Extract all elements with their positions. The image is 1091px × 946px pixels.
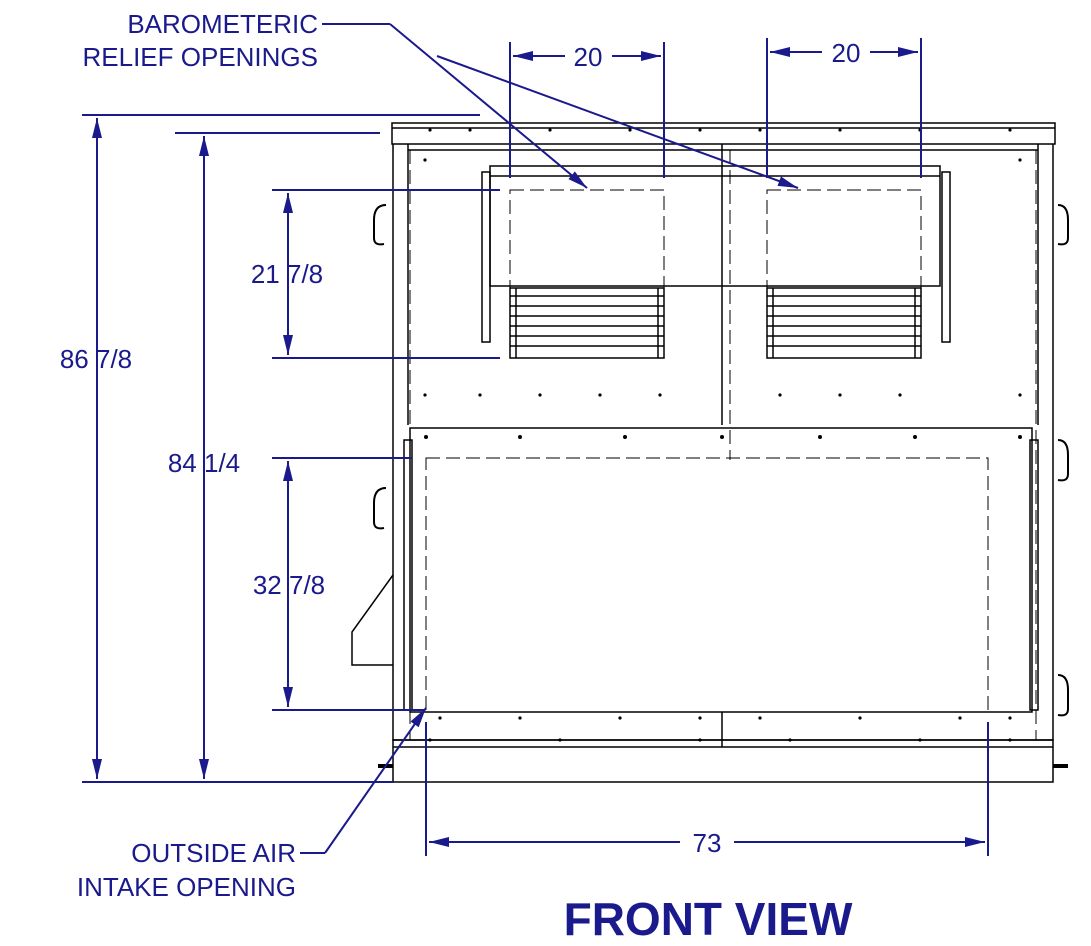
dim-relief-height: 21 7/8 bbox=[251, 259, 323, 289]
rivets bbox=[423, 128, 1022, 742]
label-barometric-line1: BAROMETERIC bbox=[127, 9, 318, 39]
top-rail bbox=[391, 122, 1056, 145]
base-rail bbox=[392, 739, 1054, 783]
dim-intake-width: 73 bbox=[693, 828, 722, 858]
dim-cabinet-height: 84 1/4 bbox=[168, 448, 240, 478]
dim-relief-width-right: 20 bbox=[832, 38, 861, 68]
hood-bracket-left bbox=[481, 171, 491, 343]
dim-overall-height: 86 7/8 bbox=[60, 344, 132, 374]
pipe-box bbox=[351, 574, 394, 666]
dim-relief-width-left: 20 bbox=[574, 42, 603, 72]
outside-air-opening bbox=[425, 457, 989, 713]
label-outside-line1: OUTSIDE AIR bbox=[131, 838, 296, 868]
relief-hood bbox=[489, 165, 941, 287]
door-handles bbox=[373, 204, 1069, 717]
dim-intake-height: 32 7/8 bbox=[253, 570, 325, 600]
louver-left bbox=[509, 287, 665, 359]
cabinet-body bbox=[392, 144, 1054, 741]
relief-opening-left bbox=[509, 189, 665, 359]
label-outside-line2: INTAKE OPENING bbox=[77, 872, 296, 902]
view-title: FRONT VIEW bbox=[564, 893, 853, 945]
louver-right bbox=[766, 287, 922, 359]
label-barometric-line2: RELIEF OPENINGS bbox=[83, 42, 319, 72]
unit-outline bbox=[351, 122, 1068, 783]
dimension-lines bbox=[82, 23, 989, 856]
intake-hood bbox=[409, 427, 1033, 713]
hood-bracket-right bbox=[941, 171, 951, 343]
relief-opening-right bbox=[766, 189, 922, 359]
hidden-lines bbox=[409, 150, 1037, 740]
